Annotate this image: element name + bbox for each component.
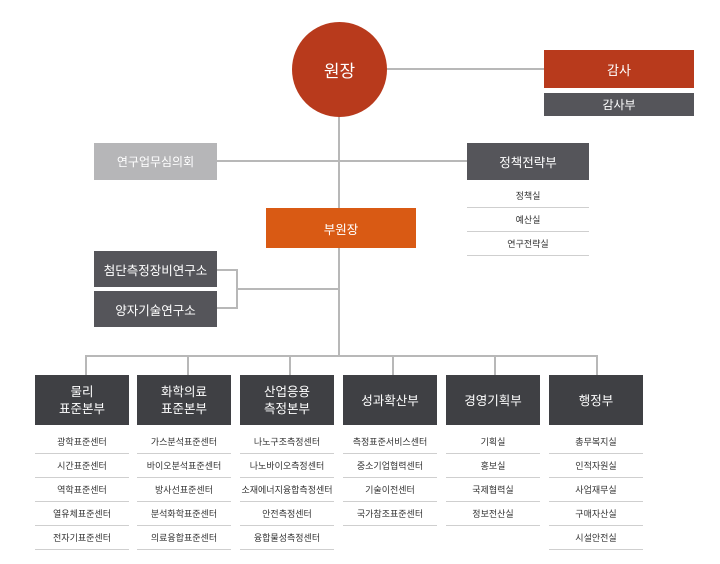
list-item: 분석화학표준센터	[137, 502, 231, 526]
division-list: 측정표준서비스센터 중소기업협력센터 기술이전센터 국가참조표준센터	[343, 430, 437, 526]
list-item: 인적자원실	[549, 454, 643, 478]
list-item: 예산실	[467, 208, 589, 232]
list-item: 시간표준센터	[35, 454, 129, 478]
division-head: 성과확산부	[343, 375, 437, 425]
division-drop-4	[392, 355, 394, 375]
institute-to-main-line	[237, 288, 339, 290]
list-item: 정보전산실	[446, 502, 540, 526]
list-item: 사업재무실	[549, 478, 643, 502]
division-drop-1	[85, 355, 87, 375]
list-item: 나노구조측정센터	[240, 430, 334, 454]
division-head: 물리 표준본부	[35, 375, 129, 425]
division-head: 행정부	[549, 375, 643, 425]
list-item: 정책실	[467, 184, 589, 208]
institute-bracket-bottom	[217, 307, 237, 309]
institute-node: 첨단측정장비연구소	[94, 251, 217, 287]
division-drop-2	[187, 355, 189, 375]
council-line	[217, 160, 467, 162]
list-item: 측정표준서비스센터	[343, 430, 437, 454]
list-item: 국가참조표준센터	[343, 502, 437, 526]
division-label-line: 측정본부	[263, 401, 310, 416]
policy-dept-node: 정책전략부	[467, 143, 589, 180]
division-label-line: 물리	[70, 384, 94, 399]
list-item: 구매자산실	[549, 502, 643, 526]
division-label-line: 성과확산부	[361, 392, 419, 408]
division-label-line: 표준본부	[160, 401, 207, 416]
division-drop-3	[289, 355, 291, 375]
list-item: 홍보실	[446, 454, 540, 478]
division-list: 광학표준센터 시간표준센터 역학표준센터 열유체표준센터 전자기표준센터	[35, 430, 129, 550]
list-item: 기획실	[446, 430, 540, 454]
list-item: 소재에너지융합측정센터	[240, 478, 334, 502]
division-head: 화학의료 표준본부	[137, 375, 231, 425]
vice-director-node: 부원장	[266, 208, 416, 248]
policy-dept-list: 정책실 예산실 연구전략실	[467, 184, 589, 256]
auditor-node: 감사	[544, 50, 694, 88]
division-head: 경영기획부	[446, 375, 540, 425]
list-item: 시설안전실	[549, 526, 643, 550]
division-list: 가스분석표준센터 바이오분석표준센터 방사선표준센터 분석화학표준센터 의료융합…	[137, 430, 231, 550]
list-item: 전자기표준센터	[35, 526, 129, 550]
list-item: 방사선표준센터	[137, 478, 231, 502]
list-item: 의료융합표준센터	[137, 526, 231, 550]
list-item: 역학표준센터	[35, 478, 129, 502]
list-item: 광학표준센터	[35, 430, 129, 454]
research-council-node: 연구업무심의회	[94, 143, 217, 180]
list-item: 가스분석표준센터	[137, 430, 231, 454]
division-label-line: 화학의료	[160, 384, 207, 399]
list-item: 연구전략실	[467, 232, 589, 256]
director-node: 원장	[292, 22, 387, 117]
division-head: 산업응용 측정본부	[240, 375, 334, 425]
division-label-line: 행정부	[578, 392, 614, 408]
division-horizontal-line	[85, 355, 597, 357]
list-item: 열유체표준센터	[35, 502, 129, 526]
institute-bracket-top	[217, 269, 237, 271]
list-item: 융합물성측정센터	[240, 526, 334, 550]
list-item: 총무복지실	[549, 430, 643, 454]
list-item: 나노바이오측정센터	[240, 454, 334, 478]
division-list: 총무복지실 인적자원실 사업재무실 구매자산실 시설안전실	[549, 430, 643, 550]
list-item: 기술이전센터	[343, 478, 437, 502]
division-drop-6	[596, 355, 598, 375]
division-label-line: 경영기획부	[464, 392, 522, 408]
audit-dept-node: 감사부	[544, 93, 694, 116]
director-to-auditor-line	[385, 68, 545, 70]
list-item: 바이오분석표준센터	[137, 454, 231, 478]
division-label-line: 표준본부	[58, 401, 105, 416]
list-item: 국제협력실	[446, 478, 540, 502]
institute-node: 양자기술연구소	[94, 291, 217, 327]
list-item: 중소기업협력센터	[343, 454, 437, 478]
division-drop-5	[494, 355, 496, 375]
list-item: 안전측정센터	[240, 502, 334, 526]
division-list: 기획실 홍보실 국제협력실 정보전산실	[446, 430, 540, 526]
division-label-line: 산업응용	[263, 384, 310, 399]
division-list: 나노구조측정센터 나노바이오측정센터 소재에너지융합측정센터 안전측정센터 융합…	[240, 430, 334, 550]
